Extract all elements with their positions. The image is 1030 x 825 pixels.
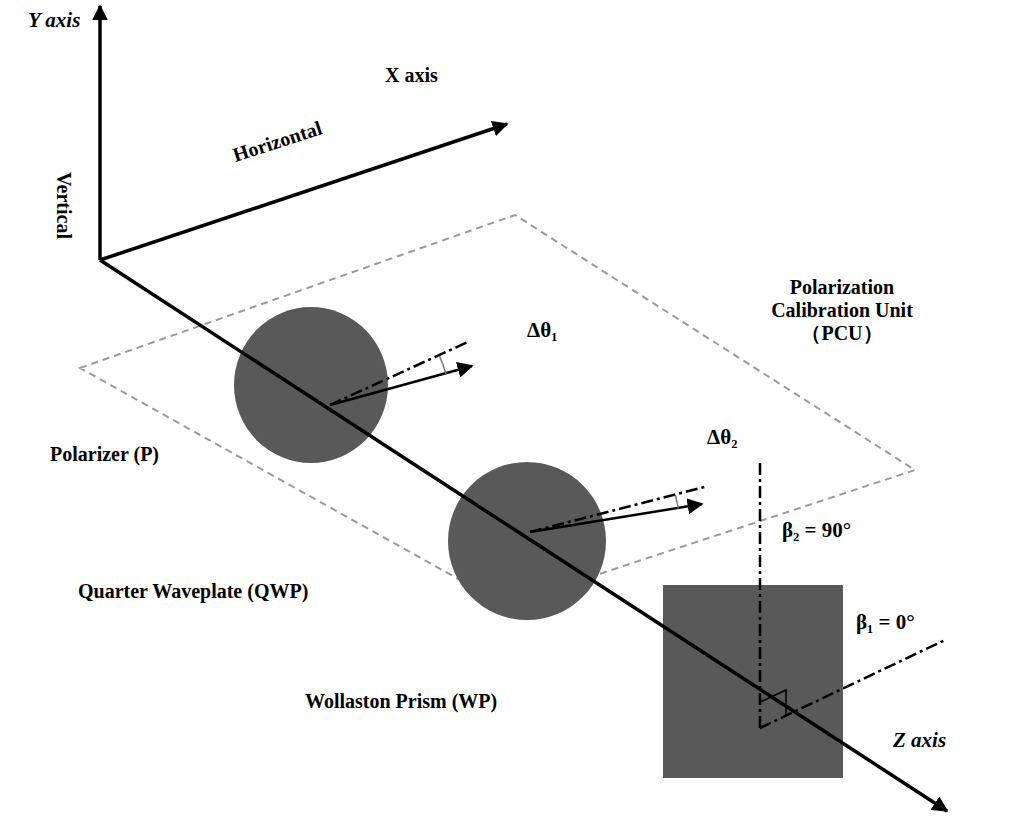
component-label: Polarizer (P) xyxy=(50,443,159,466)
right-angle-mark xyxy=(760,690,786,716)
direction-label: Horizontal xyxy=(230,117,325,167)
angle-label: β₂ = 90° xyxy=(782,518,851,542)
transmission-axis xyxy=(330,366,472,405)
beta2-axis xyxy=(759,460,762,728)
wollaston-prism xyxy=(663,585,843,778)
angle-label: Δθ₂ xyxy=(707,425,737,449)
reference-line xyxy=(530,486,708,532)
fast-axis xyxy=(530,504,702,532)
component-label: Quarter Waveplate (QWP) xyxy=(78,580,308,603)
axis-label: X axis xyxy=(385,64,438,87)
waveplate-disc xyxy=(448,462,606,620)
y-axis xyxy=(98,6,102,260)
angle-label: Δθ₁ xyxy=(527,318,557,342)
beta1-axis xyxy=(760,640,945,728)
component-label: Wollaston Prism (WP) xyxy=(305,690,497,713)
angle-arc xyxy=(440,356,446,374)
axis-label: Y axis xyxy=(28,8,80,32)
z-axis xyxy=(100,260,947,811)
axis-label: Z axis xyxy=(893,728,946,752)
polarizer-disc xyxy=(234,307,388,463)
direction-label: Vertical xyxy=(52,172,75,239)
unit-label: Polarization Calibration Unit（PCU） xyxy=(762,276,922,345)
angle-label: β₁ = 0° xyxy=(856,610,915,634)
angle-arc xyxy=(675,495,678,509)
